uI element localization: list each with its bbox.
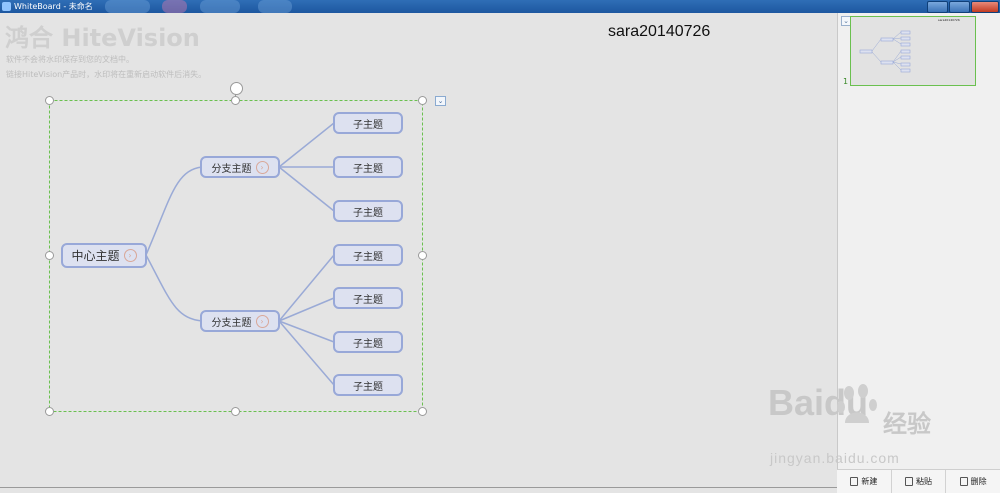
resize-handle-right[interactable] <box>418 251 427 260</box>
mindmap-subtopic-node[interactable]: 子主题 <box>333 200 403 222</box>
user-text-label[interactable]: sara20140726 <box>608 23 711 40</box>
baidu-jingyan-text: 经验 <box>883 410 931 438</box>
page-thumbnail-panel <box>837 13 1000 492</box>
taskbar-blur-shape <box>105 0 150 13</box>
resize-handle-bottom-right[interactable] <box>418 407 427 416</box>
mindmap-subtopic-node[interactable]: 子主题 <box>333 374 403 396</box>
mindmap-subtopic-node[interactable]: 子主题 <box>333 112 403 134</box>
connector-line <box>145 254 203 322</box>
resize-handle-left[interactable] <box>45 251 54 260</box>
title-bar: WhiteBoard - 未命名 <box>0 0 1000 13</box>
connector-line <box>145 166 203 256</box>
branch-node-label: 分支主题 <box>211 163 252 175</box>
expand-arrow-icon[interactable]: › <box>255 160 269 174</box>
resize-handle-top-left[interactable] <box>45 96 54 105</box>
mindmap-subtopic-node[interactable]: 子主题 <box>333 287 403 309</box>
taskbar-blur-shape <box>200 0 240 13</box>
minimize-button[interactable] <box>927 1 948 13</box>
connector-line <box>278 320 335 343</box>
paste-label: 粘贴 <box>916 477 932 486</box>
thumbnail-mindmap-preview <box>859 30 911 73</box>
mindmap-subtopic-node[interactable]: 子主题 <box>333 156 403 178</box>
taskbar-blur-shape <box>162 0 187 13</box>
baidu-url-text: jingyan.baidu.com <box>770 450 900 466</box>
trash-icon <box>959 477 968 486</box>
subtopic-label: 子主题 <box>353 119 383 131</box>
subtopic-label: 子主题 <box>353 207 383 219</box>
resize-handle-bottom[interactable] <box>231 407 240 416</box>
new-page-button[interactable]: 新建 <box>837 470 892 493</box>
subtopic-label: 子主题 <box>353 163 383 175</box>
connector-line <box>278 122 335 168</box>
expand-arrow-icon[interactable]: › <box>123 249 137 262</box>
chevron-down-icon: ⌄ <box>437 97 444 105</box>
whiteboard-app-icon <box>2 2 11 11</box>
center-node-label: 中心主题 <box>71 249 120 263</box>
subtopic-label: 子主题 <box>353 338 383 350</box>
baidu-paw-icon <box>837 384 877 423</box>
page-actions-bar: 新建 粘贴 删除 <box>837 469 1000 493</box>
object-menu-dropdown[interactable]: ⌄ <box>435 96 446 106</box>
chevron-down-icon: ⌄ <box>843 17 849 25</box>
delete-button[interactable]: 删除 <box>946 470 1000 493</box>
new-page-icon <box>850 477 859 486</box>
mindmap-branch-node[interactable]: 分支主题 › <box>200 156 280 178</box>
connector-line <box>278 320 335 386</box>
connector-line <box>278 254 335 322</box>
close-button[interactable] <box>971 1 999 13</box>
paste-button[interactable]: 粘贴 <box>892 470 947 493</box>
paste-icon <box>905 477 913 486</box>
connector-line <box>278 297 335 322</box>
taskbar-blur-shape <box>258 0 292 13</box>
mindmap-center-node[interactable]: 中心主题 › <box>61 243 147 268</box>
mindmap-subtopic-node[interactable]: 子主题 <box>333 331 403 353</box>
subtopic-label: 子主题 <box>353 294 383 306</box>
delete-label: 删除 <box>970 477 987 486</box>
page-thumbnail[interactable]: sara20140726 <box>850 16 976 86</box>
watermark-notice-line-1: 软件不会将水印保存到您的文档中。 <box>6 55 134 64</box>
branch-node-label: 分支主题 <box>211 317 252 329</box>
resize-handle-top[interactable] <box>231 96 240 105</box>
thumbnail-text-label: sara20140726 <box>938 18 960 22</box>
page-number: 1 <box>843 77 849 86</box>
new-page-label: 新建 <box>861 477 878 486</box>
watermark-notice-line-2: 链接HiteVision产品时，水印将在重新启动软件后消失。 <box>6 70 207 79</box>
hitevision-watermark-logo: 鸿合 HiteVision <box>5 24 200 52</box>
window-title: WhiteBoard - 未命名 <box>14 2 93 11</box>
subtopic-label: 子主题 <box>353 251 383 263</box>
subtopic-label: 子主题 <box>353 381 383 393</box>
resize-handle-bottom-left[interactable] <box>45 407 54 416</box>
expand-arrow-icon[interactable]: › <box>255 314 269 328</box>
mindmap-branch-node[interactable]: 分支主题 › <box>200 310 280 332</box>
maximize-button[interactable] <box>949 1 970 13</box>
connector-line <box>278 166 335 212</box>
canvas-bottom-border <box>0 487 837 488</box>
mindmap-subtopic-node[interactable]: 子主题 <box>333 244 403 266</box>
rotate-handle[interactable] <box>230 82 243 95</box>
resize-handle-top-right[interactable] <box>418 96 427 105</box>
